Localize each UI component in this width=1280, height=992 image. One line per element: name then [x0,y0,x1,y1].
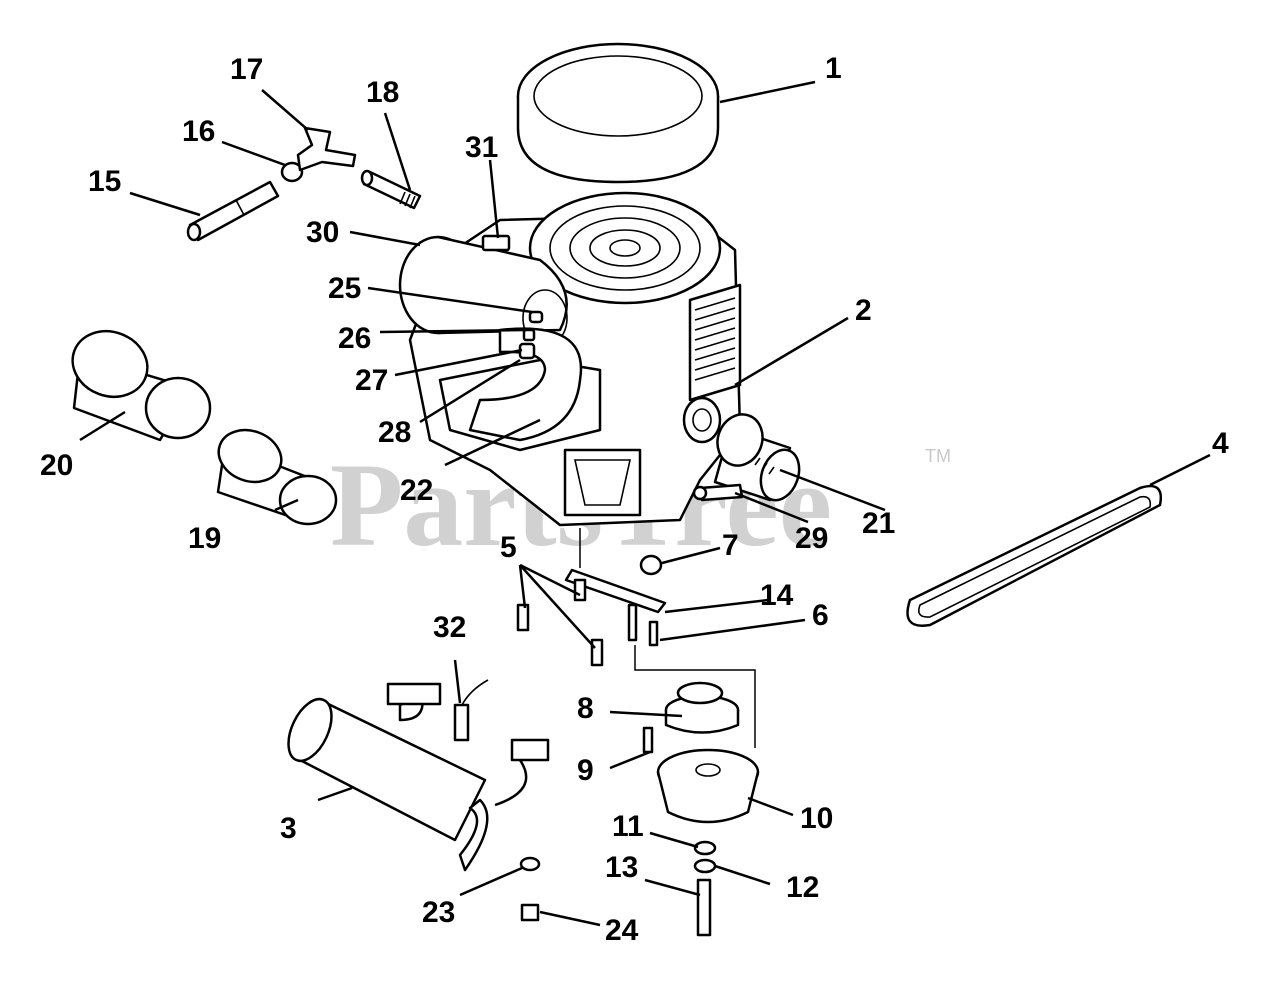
part-5-screws [516,578,604,667]
callout-19: 19 [188,522,221,555]
callout-30: 30 [306,216,339,249]
callout-21: 21 [862,507,895,540]
part-18-hose [360,169,422,210]
callout-2: 2 [855,294,872,327]
callout-15: 15 [88,165,121,198]
callout-22: 22 [400,474,433,507]
callout-29: 29 [795,522,828,555]
part-10-clutch [656,748,760,824]
callout-4: 4 [1212,427,1229,460]
callout-7: 7 [722,529,739,562]
callout-10: 10 [800,802,833,835]
part-16-clamp [280,161,304,183]
callout-13: 13 [605,851,638,884]
part-12-washer [693,858,717,874]
callout-17: 17 [230,53,263,86]
part-7-nut [639,554,663,576]
callout-32: 32 [433,611,466,644]
part-6-bolt [648,620,659,647]
part-1-air-filter [516,42,720,184]
part-13-bolt [696,878,712,937]
callout-18: 18 [366,76,399,109]
callout-16: 16 [182,115,215,148]
callout-8: 8 [577,692,594,725]
watermark-trademark: TM [925,446,951,466]
callout-6: 6 [812,599,829,632]
part-32-sensor [453,679,489,742]
part-3-muffler [287,682,550,872]
callout-labels: 1 2 3 4 5 6 7 8 9 10 11 12 13 14 15 16 1… [40,52,1229,947]
part-23-washer [519,856,541,872]
callout-14: 14 [760,579,794,612]
part-9-key [642,726,654,754]
part-30-housing [398,235,583,442]
callout-26: 26 [338,322,371,355]
pin [627,603,638,642]
callout-12: 12 [786,871,819,904]
part-21-oil-filter [713,413,801,502]
callout-1: 1 [825,52,842,85]
assembly-guide-lines [579,528,756,748]
callout-11: 11 [612,810,644,843]
part-11-washer [693,840,717,856]
part-15-hose [186,180,280,242]
callout-24: 24 [605,914,639,947]
part-8-pulley [664,681,740,734]
part-20-sleeve [71,329,212,442]
part-17-tee-fitting [296,126,357,172]
callout-20: 20 [40,449,73,482]
callout-9: 9 [577,754,594,787]
callout-3: 3 [280,812,297,845]
callout-31: 31 [465,131,498,164]
part-14-plate [564,568,667,614]
callout-5: 5 [500,531,517,564]
part-24-nut [520,903,540,922]
part-31-clamp [481,234,511,252]
leader-lines [79,80,1211,927]
part-19-sleeve [216,428,338,526]
callout-28: 28 [378,416,411,449]
callout-23: 23 [422,896,455,929]
part-25-28-fittings [518,310,544,360]
part-4-belt [906,484,1163,627]
callout-27: 27 [355,364,388,397]
callout-25: 25 [328,272,361,305]
part-29-drain-fitting [692,483,744,502]
